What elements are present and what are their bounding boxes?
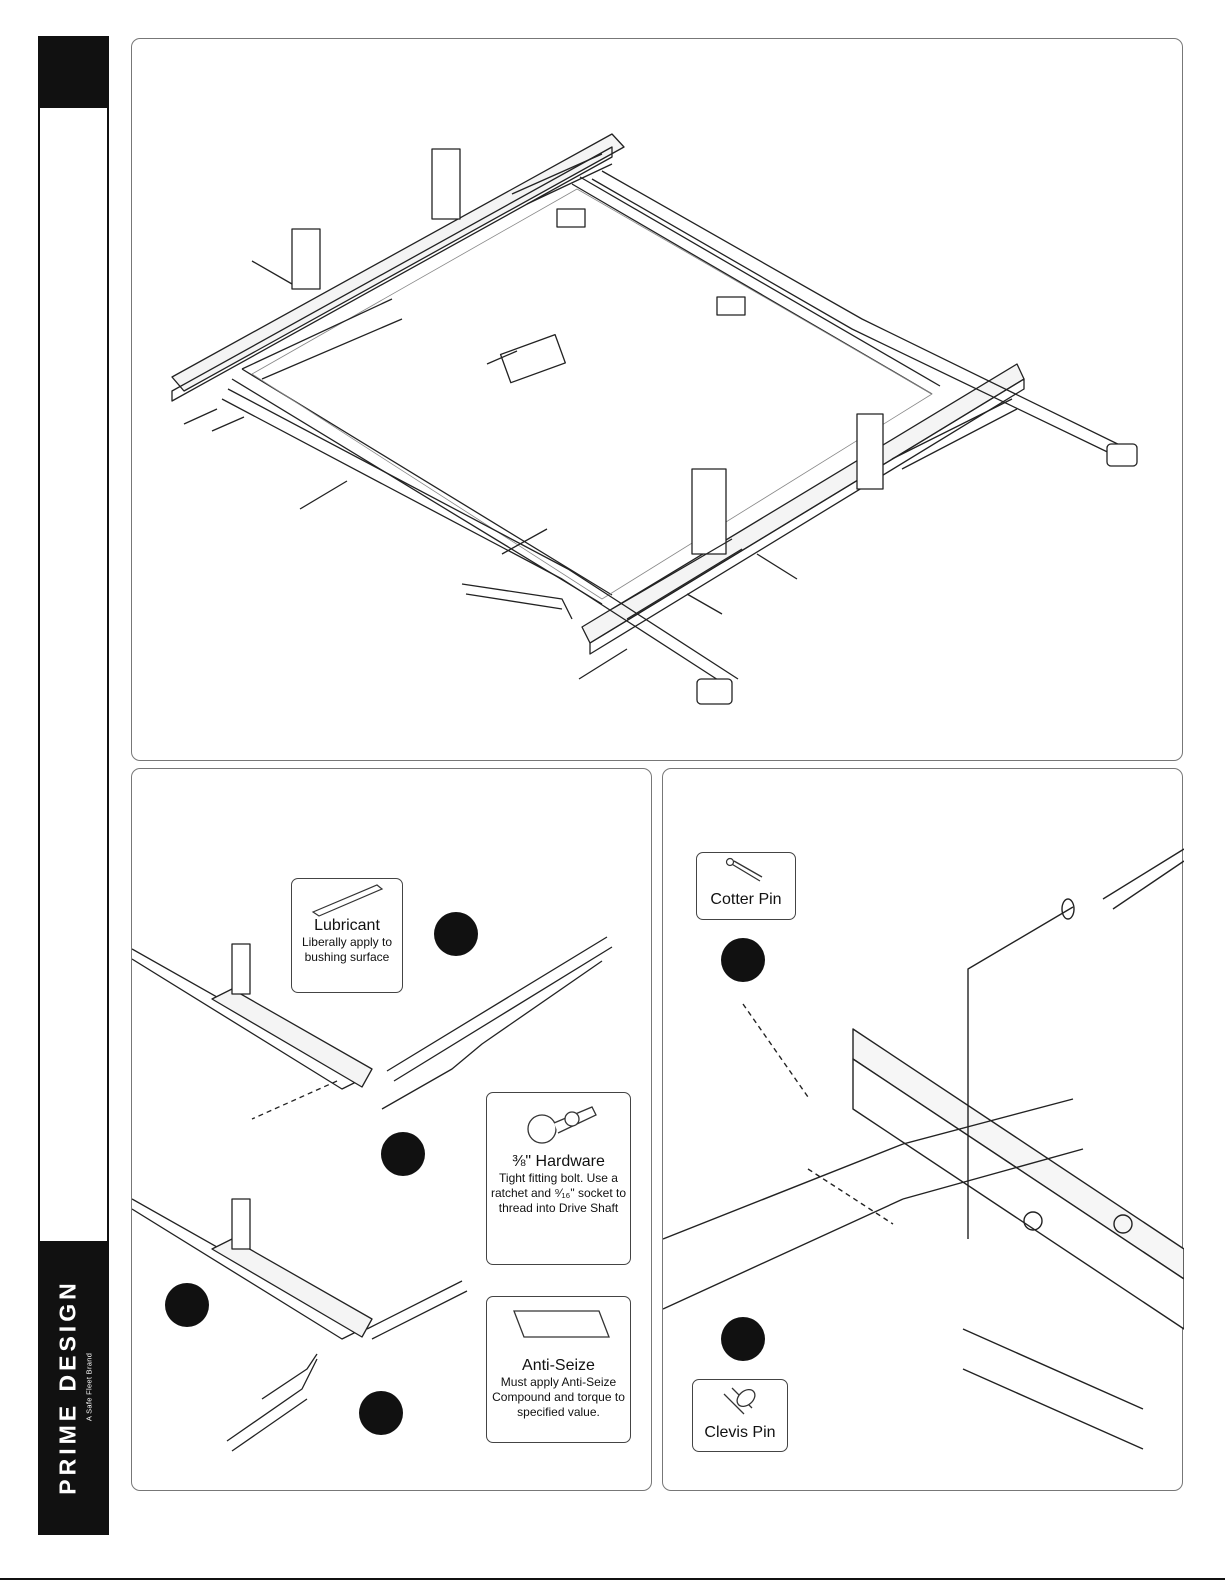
lubricant-hardware-panel: Lubricant Liberally apply to bushing sur… bbox=[131, 768, 652, 1491]
clevis-pin-icon bbox=[710, 1380, 770, 1424]
anti-seize-title: Anti-Seize bbox=[487, 1357, 630, 1375]
step-badge-4 bbox=[359, 1391, 403, 1435]
cotter-pin-callout: Cotter Pin bbox=[696, 852, 796, 920]
hardware-description: Tight fitting bolt. Use a ratchet and ⁹⁄… bbox=[487, 1171, 630, 1216]
flange-bolt-icon bbox=[514, 1093, 604, 1153]
lubricant-title: Lubricant bbox=[292, 917, 402, 935]
anti-seize-packet-icon bbox=[504, 1297, 614, 1357]
lubricant-callout: Lubricant Liberally apply to bushing sur… bbox=[291, 878, 403, 993]
clevis-pin-title: Clevis Pin bbox=[693, 1424, 787, 1442]
step-badge-5 bbox=[721, 938, 765, 982]
cotter-pin-title: Cotter Pin bbox=[697, 891, 795, 909]
clevis-pin-callout: Clevis Pin bbox=[692, 1379, 788, 1452]
brand-name: PRIME DESIGN bbox=[54, 1279, 81, 1494]
lubricant-packet-icon bbox=[307, 879, 387, 917]
sidebar: PRIME DESIGN A Safe Fleet Brand bbox=[38, 36, 109, 1535]
step-badge-2 bbox=[381, 1132, 425, 1176]
step-badge-1 bbox=[434, 912, 478, 956]
rack-overview-panel bbox=[131, 38, 1183, 761]
brand-tagline: A Safe Fleet Brand bbox=[84, 1279, 93, 1494]
brand-logo: PRIME DESIGN A Safe Fleet Brand bbox=[54, 1279, 93, 1494]
anti-seize-description: Must apply Anti-Seize Compound and torqu… bbox=[487, 1375, 630, 1420]
step-badge-3 bbox=[165, 1283, 209, 1327]
bottom-rule bbox=[0, 1578, 1225, 1580]
lubricant-description: Liberally apply to bushing surface bbox=[292, 935, 402, 965]
hardware-callout: ⅜" Hardware Tight fitting bolt. Use a ra… bbox=[486, 1092, 631, 1265]
hardware-title: ⅜" Hardware bbox=[487, 1153, 630, 1171]
step-badge-6 bbox=[721, 1317, 765, 1361]
brand-block: PRIME DESIGN A Safe Fleet Brand bbox=[40, 1241, 107, 1533]
page-tab bbox=[40, 38, 107, 108]
pin-install-panel: Cotter Pin Clevis Pin bbox=[662, 768, 1183, 1491]
rack-assembly-illustration bbox=[132, 39, 1184, 762]
cotter-pin-icon bbox=[716, 853, 776, 891]
anti-seize-callout: Anti-Seize Must apply Anti-Seize Compoun… bbox=[486, 1296, 631, 1443]
